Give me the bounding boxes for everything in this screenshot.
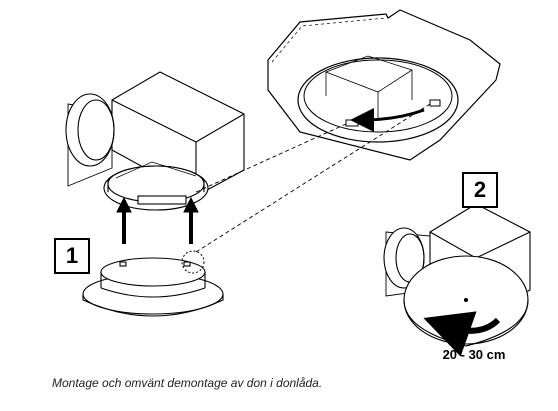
detail-highlight-circle: [181, 250, 205, 274]
figure-caption: Montage och omvänt demontage av don i do…: [52, 376, 323, 390]
step-2-badge: 2: [462, 172, 498, 208]
ceiling-mount-detail: [267, 9, 501, 161]
valve-disc-left: [82, 257, 224, 317]
plenum-box-left: [65, 71, 245, 211]
curved-rotate-arrow-icon: [423, 311, 501, 357]
plenum-box-right: [383, 203, 531, 347]
distance-label: 20 - 30 cm: [442, 347, 506, 362]
step-1-badge: 1: [54, 238, 90, 274]
double-up-arrow-icon: [116, 196, 199, 244]
curved-left-arrow-icon: [350, 107, 425, 132]
